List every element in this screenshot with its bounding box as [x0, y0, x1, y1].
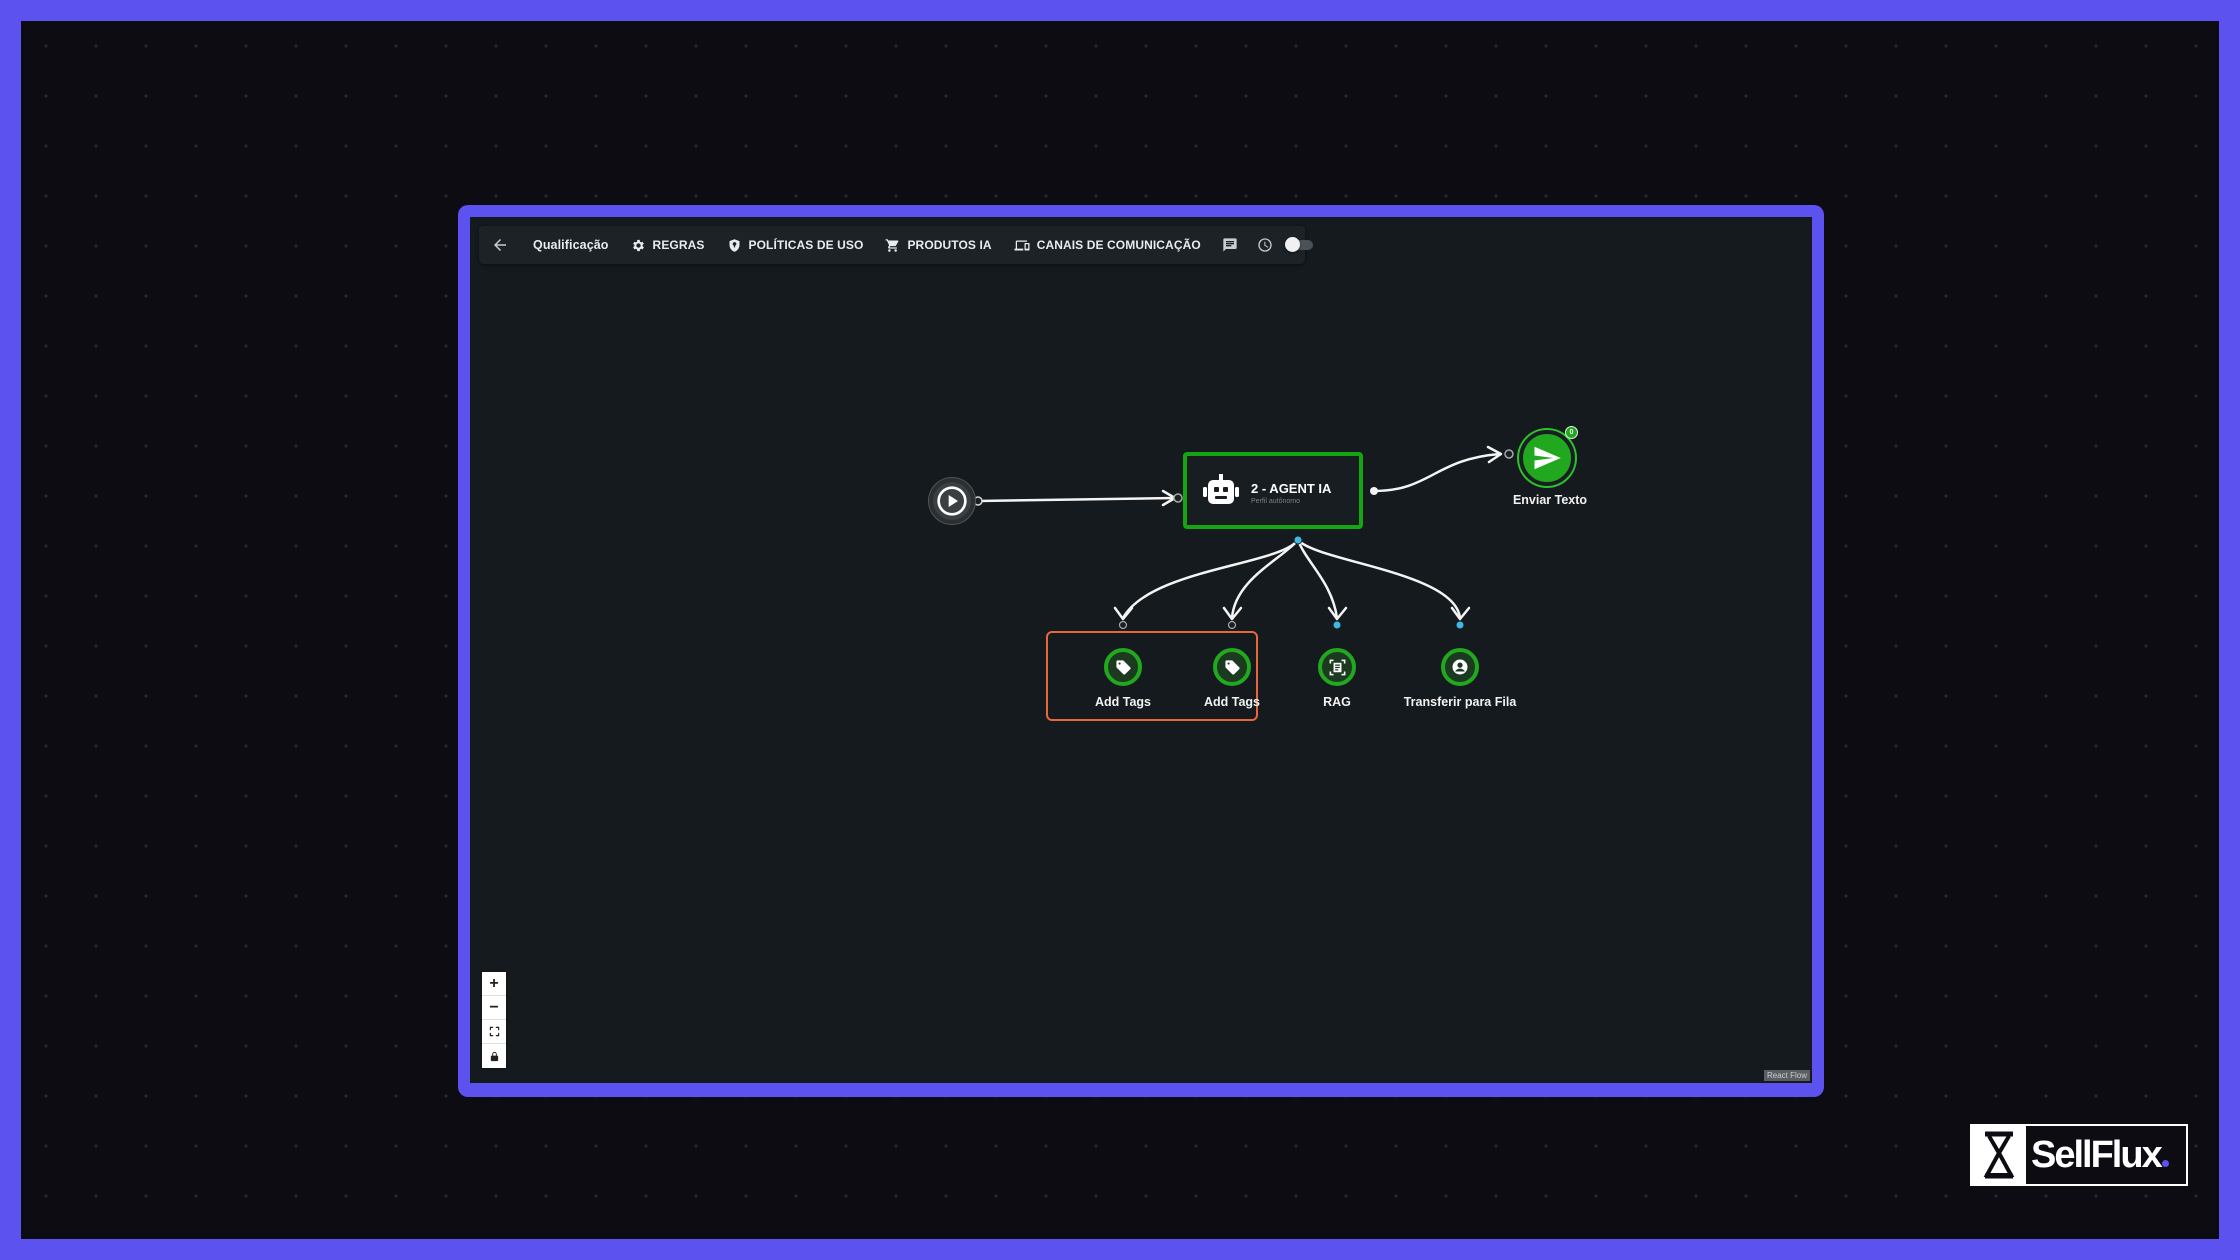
chat-button[interactable] — [1222, 226, 1238, 264]
usage-policies-label: POLÍTICAS DE USO — [748, 238, 864, 252]
hourglass-icon — [1983, 1131, 2015, 1179]
add-tags-node-1[interactable] — [1104, 648, 1142, 686]
add-tags-label-2: Add Tags — [1203, 695, 1261, 709]
clock-icon — [1258, 238, 1272, 252]
logo-dot — [2161, 1159, 2169, 1167]
hourglass-logo-icon — [1972, 1126, 2026, 1184]
add-tags-1-handle — [1118, 620, 1128, 630]
send-text-target-handle — [1504, 449, 1514, 459]
send-text-badge-count: 0 — [1569, 429, 1574, 436]
agent-source-handle — [1370, 487, 1378, 495]
add-tags-label-1: Add Tags — [1094, 695, 1152, 709]
send-icon — [1534, 446, 1561, 470]
zoom-controls: + − — [482, 972, 506, 1068]
communication-channels-label: CANAIS DE COMUNICAÇÃO — [1036, 238, 1201, 252]
edge-agent-to-rag — [1296, 538, 1339, 620]
flow-name[interactable]: Qualificação — [533, 226, 609, 264]
edge-agent-to-add-tags-1-arrow — [1113, 606, 1134, 621]
ai-products-button[interactable]: PRODUTOS IA — [885, 226, 992, 264]
play-circle-icon — [937, 486, 967, 516]
add-tags-2-handle — [1227, 620, 1237, 630]
transfer-queue-label: Transferir para Fila — [1403, 695, 1517, 709]
gear-icon — [632, 239, 644, 251]
flow-editor-window: Qualificação REGRAS POLÍTICAS DE USO PRO… — [458, 205, 1824, 1097]
background-canvas: Qualificação REGRAS POLÍTICAS DE USO PRO… — [21, 21, 2219, 1239]
plus-icon: + — [489, 974, 499, 992]
tag-icon — [1115, 659, 1131, 675]
tag-icon — [1224, 659, 1240, 675]
edge-agent-to-send-text-arrow — [1486, 445, 1503, 464]
start-node[interactable] — [929, 478, 975, 524]
fit-view-button[interactable] — [482, 1020, 506, 1044]
send-text-badge: 0 — [1565, 426, 1578, 439]
flow-edges — [973, 445, 1514, 630]
arrow-left-icon — [494, 239, 506, 251]
edge-agent-to-rag-arrow — [1327, 606, 1348, 621]
agent-target-handle — [1173, 493, 1183, 503]
cart-icon — [886, 238, 899, 252]
zoom-in-button[interactable]: + — [482, 972, 506, 996]
agent-ia-node[interactable]: 2 - AGENT IA Perfil autônomo — [1183, 452, 1363, 529]
shield-icon — [729, 238, 739, 252]
lock-button[interactable] — [482, 1044, 506, 1068]
sellflux-logo: SellFlux — [1970, 1124, 2188, 1186]
edge-agent-to-send-text — [1372, 452, 1502, 493]
robot-icon — [1203, 474, 1239, 504]
edge-agent-to-transfer-arrow — [1450, 606, 1471, 621]
transfer-handle — [1456, 621, 1464, 629]
usage-policies-button[interactable]: POLÍTICAS DE USO — [727, 226, 864, 264]
rules-button[interactable]: REGRAS — [631, 226, 705, 264]
edge-agent-to-add-tags-2 — [1230, 538, 1300, 620]
react-flow-attribution[interactable]: React Flow — [1763, 1070, 1810, 1081]
agent-tools-handle — [1293, 535, 1303, 545]
devices-icon — [1014, 240, 1030, 250]
minus-icon: − — [489, 998, 499, 1016]
agent-node-title: 2 - AGENT IA — [1251, 481, 1332, 496]
rules-label: REGRAS — [652, 238, 705, 252]
communication-channels-button[interactable]: CANAIS DE COMUNICAÇÃO — [1014, 226, 1201, 264]
user-circle-icon — [1452, 659, 1468, 675]
add-tags-node-2[interactable] — [1213, 648, 1251, 686]
rag-label: RAG — [1323, 695, 1351, 709]
fit-view-icon — [489, 1026, 499, 1037]
logo-wordmark-text: SellFlux — [2031, 1133, 2163, 1176]
top-toolbar: Qualificação REGRAS POLÍTICAS DE USO PRO… — [479, 226, 1313, 264]
flow-name-label: Qualificação — [533, 238, 609, 252]
transfer-queue-node[interactable] — [1441, 648, 1479, 686]
attribution-text: React Flow — [1766, 1071, 1807, 1080]
edge-agent-to-transfer — [1296, 538, 1462, 620]
flow-active-toggle[interactable] — [1284, 226, 1313, 264]
selection-group[interactable] — [1046, 631, 1258, 721]
start-source-handle — [973, 496, 983, 506]
edge-agent-to-add-tags-2-arrow — [1222, 606, 1243, 621]
chat-icon — [1223, 238, 1237, 252]
document-scan-icon — [1329, 659, 1345, 675]
rag-node[interactable] — [1318, 648, 1356, 686]
flow-canvas[interactable]: Qualificação REGRAS POLÍTICAS DE USO PRO… — [470, 217, 1812, 1083]
logo-wordmark: SellFlux — [2031, 1134, 2169, 1177]
toggle-thumb — [1284, 237, 1300, 252]
agent-node-subtitle: Perfil autônomo — [1251, 498, 1301, 505]
history-button[interactable] — [1257, 226, 1273, 264]
lock-icon — [490, 1051, 498, 1061]
send-text-label: Enviar Texto — [1512, 493, 1588, 507]
send-text-node[interactable] — [1519, 430, 1575, 486]
rag-handle — [1333, 621, 1341, 629]
toggle-track — [1284, 237, 1313, 252]
edge-agent-to-add-tags-1 — [1121, 538, 1300, 620]
ai-products-label: PRODUTOS IA — [907, 238, 992, 252]
edge-start-to-agent — [976, 496, 1177, 503]
zoom-out-button[interactable]: − — [482, 996, 506, 1020]
back-button[interactable] — [491, 226, 509, 264]
